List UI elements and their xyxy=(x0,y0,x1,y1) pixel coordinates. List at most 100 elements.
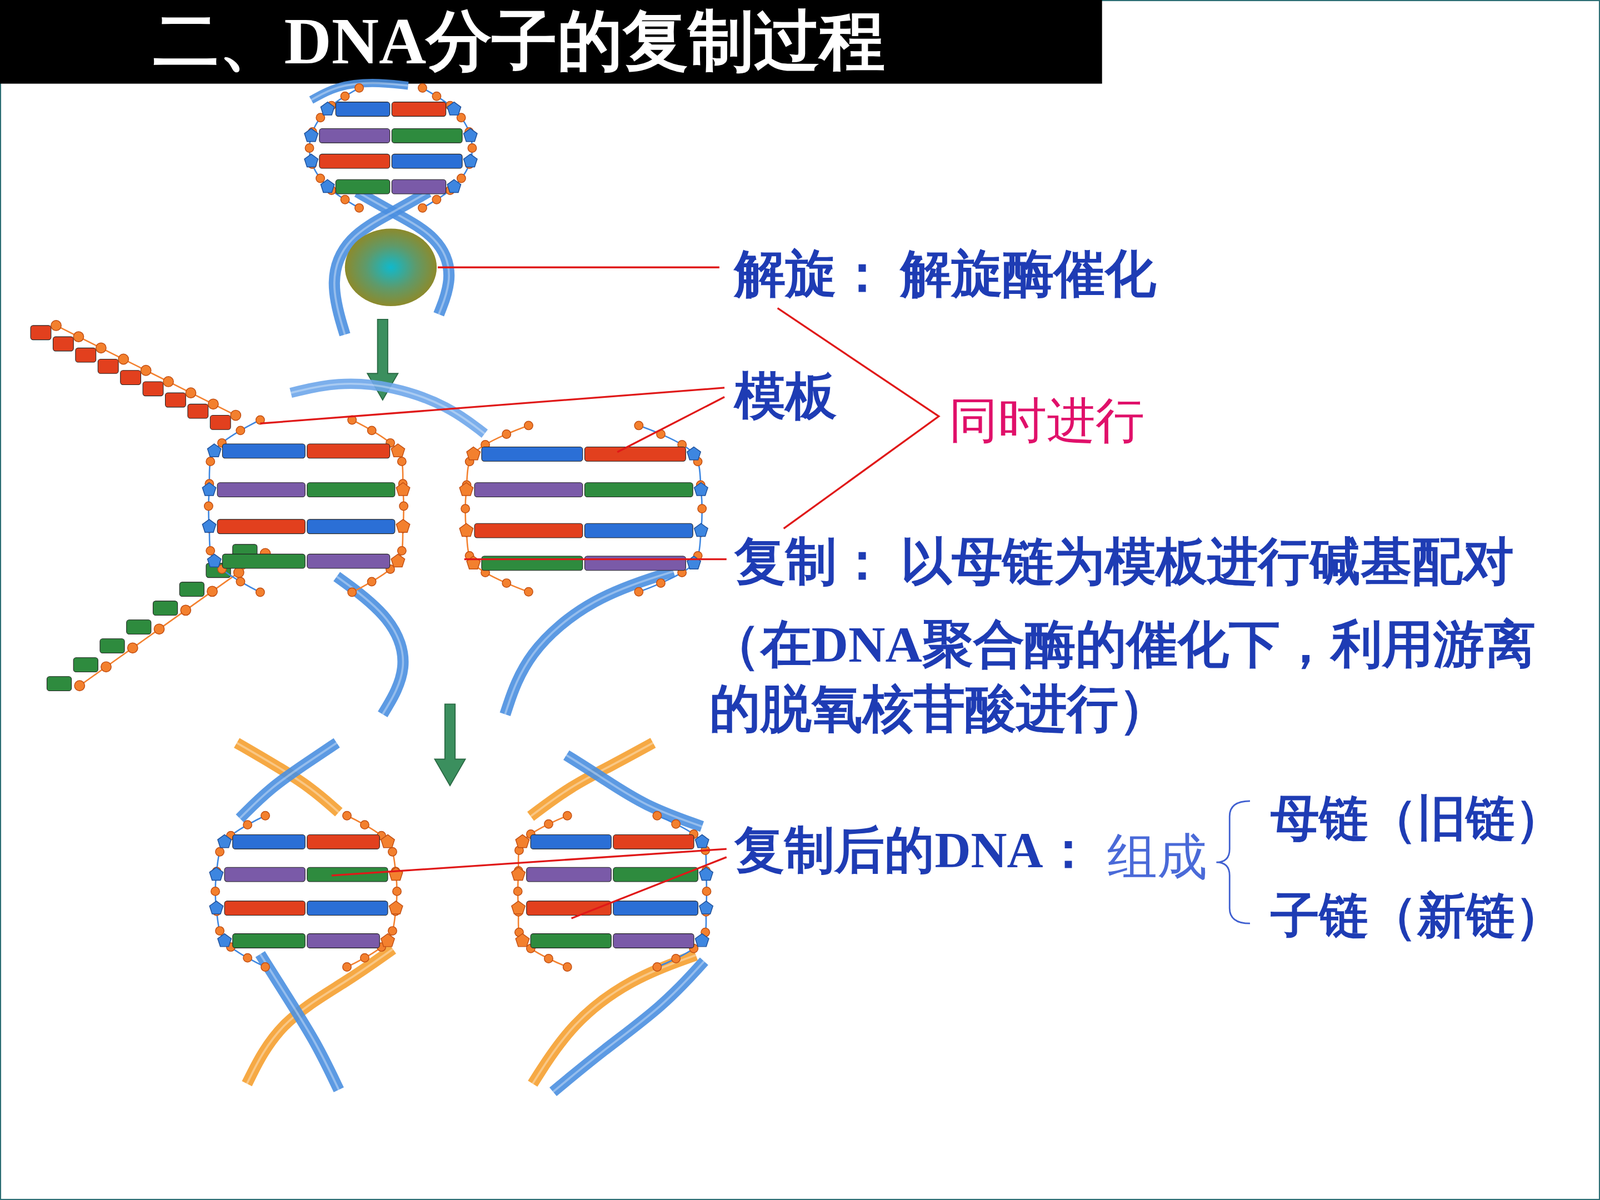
curly-brace xyxy=(1216,801,1250,924)
base-block xyxy=(474,482,583,498)
phosphate-pentagon xyxy=(207,443,221,457)
sugar-dot xyxy=(367,577,376,586)
sugar-dot xyxy=(206,546,215,555)
base-block xyxy=(391,128,463,143)
dna-ladder xyxy=(209,811,403,972)
sugar-dot xyxy=(74,680,85,691)
sugar-dot xyxy=(101,661,112,672)
sugar-dot xyxy=(261,811,270,820)
slide-title: 二、DNA分子的复制过程 xyxy=(153,3,886,80)
phosphate-pentagon xyxy=(388,901,403,914)
phosphate-pentagon xyxy=(515,834,529,848)
base-block xyxy=(584,446,686,462)
sugar-dot xyxy=(388,847,397,856)
ribbon-shine xyxy=(532,955,697,1084)
base-block xyxy=(335,179,390,194)
phosphate-pentagon xyxy=(391,443,405,457)
sugar-dot xyxy=(236,577,245,586)
base-block xyxy=(232,933,305,949)
sugar-dot xyxy=(340,92,349,101)
sugar-dot xyxy=(360,820,369,829)
sugar-dot xyxy=(180,605,191,615)
base-block xyxy=(584,523,693,538)
base-block xyxy=(97,359,119,374)
base-block xyxy=(613,867,698,882)
sugar-dot xyxy=(397,457,407,466)
leader-line xyxy=(464,558,727,560)
base-block xyxy=(391,102,446,117)
sugar-dot xyxy=(215,847,224,856)
base-block xyxy=(187,403,209,419)
helicase-enzyme xyxy=(345,228,437,307)
phosphate-pentagon xyxy=(202,519,216,533)
base-block xyxy=(165,392,187,408)
phosphate-pentagon xyxy=(391,553,405,567)
sugar-dot xyxy=(342,811,352,820)
phosphate-pentagon xyxy=(320,102,334,115)
sugar-dot xyxy=(432,92,441,101)
sugar-dot xyxy=(185,387,196,398)
annotation-label: （在DNA聚合酶的催化下，利用游离 的脱氧核苷酸进行） xyxy=(709,612,1560,742)
ribbon-shine xyxy=(260,953,339,1090)
base-block xyxy=(75,347,97,363)
leader-line xyxy=(437,266,720,269)
base-block xyxy=(391,179,446,194)
sugar-dot xyxy=(153,623,164,634)
sugar-dot xyxy=(502,430,511,439)
title-bar xyxy=(0,0,1103,84)
sugar-dot xyxy=(502,578,511,588)
ribbon-shine xyxy=(553,961,705,1092)
phosphate-pentagon xyxy=(209,867,223,880)
phosphate-pentagon xyxy=(217,834,232,848)
base-block xyxy=(224,867,305,882)
annotation-label: 子链（新链） xyxy=(1270,887,1564,944)
phosphate-pentagon xyxy=(381,834,395,848)
leader-line xyxy=(571,857,727,919)
sugar-dot xyxy=(230,410,241,420)
base-block xyxy=(530,834,612,849)
sugar-dot xyxy=(524,421,533,430)
phosphate-pentagon xyxy=(687,556,701,569)
strand-link xyxy=(79,553,265,686)
phosphate-pentagon xyxy=(207,553,221,567)
base-block xyxy=(53,336,74,352)
phosphate-pentagon xyxy=(447,179,461,193)
base-block xyxy=(613,901,698,916)
sugar-dot xyxy=(355,203,364,213)
sugar-dot xyxy=(233,567,244,578)
base-block xyxy=(100,638,125,654)
ribbon-shine xyxy=(336,576,403,715)
base-block xyxy=(307,933,380,949)
sugar-dot xyxy=(418,83,427,93)
sugar-dot xyxy=(305,143,314,153)
phosphate-pentagon xyxy=(463,128,478,142)
sugar-dot xyxy=(634,421,643,430)
ribbon-shine xyxy=(566,755,702,827)
base-block xyxy=(232,834,305,849)
base-block xyxy=(307,482,395,498)
sugar-dot xyxy=(207,586,218,597)
sugar-dot xyxy=(360,953,369,962)
phosphate-pentagon xyxy=(694,482,708,496)
sugar-dot xyxy=(215,926,224,935)
sugar-dot xyxy=(634,587,643,597)
phosphate-pentagon xyxy=(459,523,473,537)
base-block xyxy=(307,834,380,849)
base-block xyxy=(319,153,390,169)
base-block xyxy=(481,446,583,462)
base-block xyxy=(530,933,612,949)
strand-link xyxy=(56,325,236,416)
phosphate-pentagon xyxy=(304,153,318,167)
annotation-label: 复制后的DNA： xyxy=(734,821,1093,880)
sugar-dot xyxy=(208,398,219,409)
phosphate-pentagon xyxy=(515,933,529,947)
base-block xyxy=(319,128,390,143)
phosphate-pentagon xyxy=(209,901,223,914)
sugar-dot xyxy=(243,953,252,962)
base-block xyxy=(222,553,305,569)
sugar-dot xyxy=(656,578,665,588)
base-block xyxy=(73,657,98,673)
helix-ribbon xyxy=(553,961,705,1092)
phosphate-pentagon xyxy=(699,867,713,880)
